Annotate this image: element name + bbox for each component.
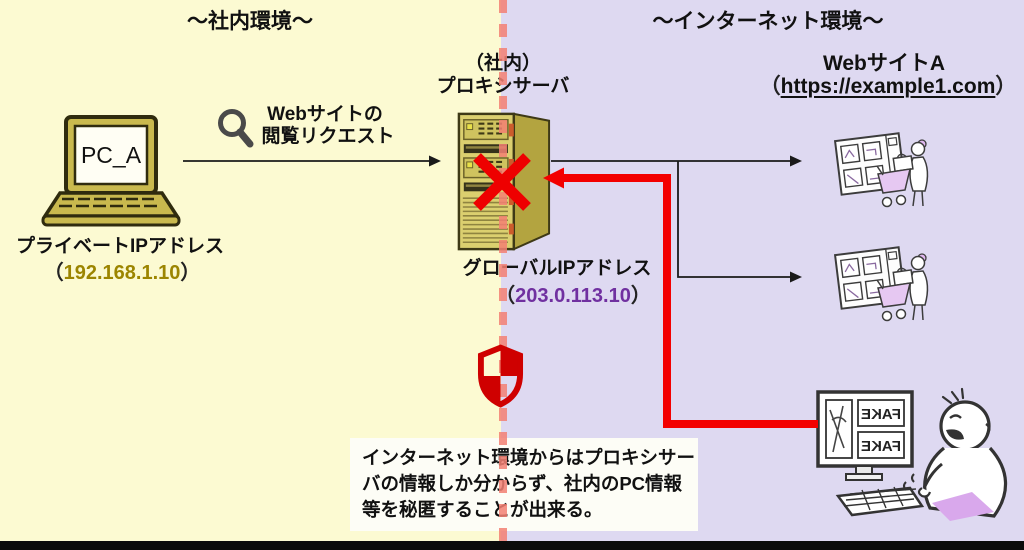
note-line-1: インターネット環境からはプロキシサー xyxy=(362,447,696,468)
note-line-3: 等を秘匿することが出来る。 xyxy=(362,499,603,520)
internet-zone-title: 〜インターネット環境〜 xyxy=(652,10,884,33)
url-paren-close: ） xyxy=(995,75,1017,98)
internal-zone-title: 〜社内環境〜 xyxy=(187,10,313,33)
pc-ip-value: （192.168.1.10） xyxy=(44,262,201,285)
explanation-note: インターネット環境からはプロキシサー バの情報しか分からず、社内のPC情報 等を… xyxy=(350,438,698,531)
pc-ip-label: プライベートIPアドレス xyxy=(16,236,224,257)
laptop-screen: PC_A xyxy=(64,115,158,195)
search-icon xyxy=(218,109,254,148)
keyboard xyxy=(835,486,925,517)
fake-text-2: FAKE xyxy=(861,438,901,455)
website-shop-icon-2 xyxy=(833,246,929,322)
security-shield-wrap xyxy=(477,344,524,408)
laptop-icon: PC_A xyxy=(41,115,181,227)
website-shop-icon-1 xyxy=(833,132,929,208)
zone-divider-dashed-line xyxy=(499,0,507,541)
fake-monitor: FAKE FAKE xyxy=(816,390,914,481)
request-label-line2: 閲覧リクエスト xyxy=(261,126,395,147)
url-text: https://example1.com xyxy=(780,75,996,98)
url-paren-open: （ xyxy=(759,75,781,98)
pc-ip-number: 192.168.1.10 xyxy=(63,262,181,284)
proxy-ip-number: 203.0.113.10 xyxy=(515,285,631,307)
fake-text-1: FAKE xyxy=(861,406,901,423)
shopping-cart xyxy=(876,165,911,208)
proxy-ip-paren-close: ） xyxy=(630,285,651,307)
hacker-person xyxy=(903,387,1008,521)
proxy-ip-value: （203.0.113.10） xyxy=(495,285,651,308)
pc-screen-label: PC_A xyxy=(81,142,142,168)
website-name: WebサイトA xyxy=(822,52,946,75)
shopper-person xyxy=(892,139,929,207)
laptop-base xyxy=(41,191,181,227)
proxy-ip-label: グローバルIPアドレス xyxy=(462,258,652,279)
shield-icon xyxy=(477,344,524,408)
blocked-x-icon xyxy=(473,153,531,211)
request-label-line1: Webサイトの xyxy=(267,104,383,125)
pc-ip-paren-open: （ xyxy=(43,262,64,284)
bottom-border-bar xyxy=(0,541,1024,550)
website-url: （https://example1.com） xyxy=(760,75,1017,99)
note-line-2: バの情報しか分からず、社内のPC情報 xyxy=(362,473,683,494)
hacker-icon: FAKE FAKE xyxy=(816,387,1008,521)
pc-ip-paren-close: ） xyxy=(180,262,201,284)
